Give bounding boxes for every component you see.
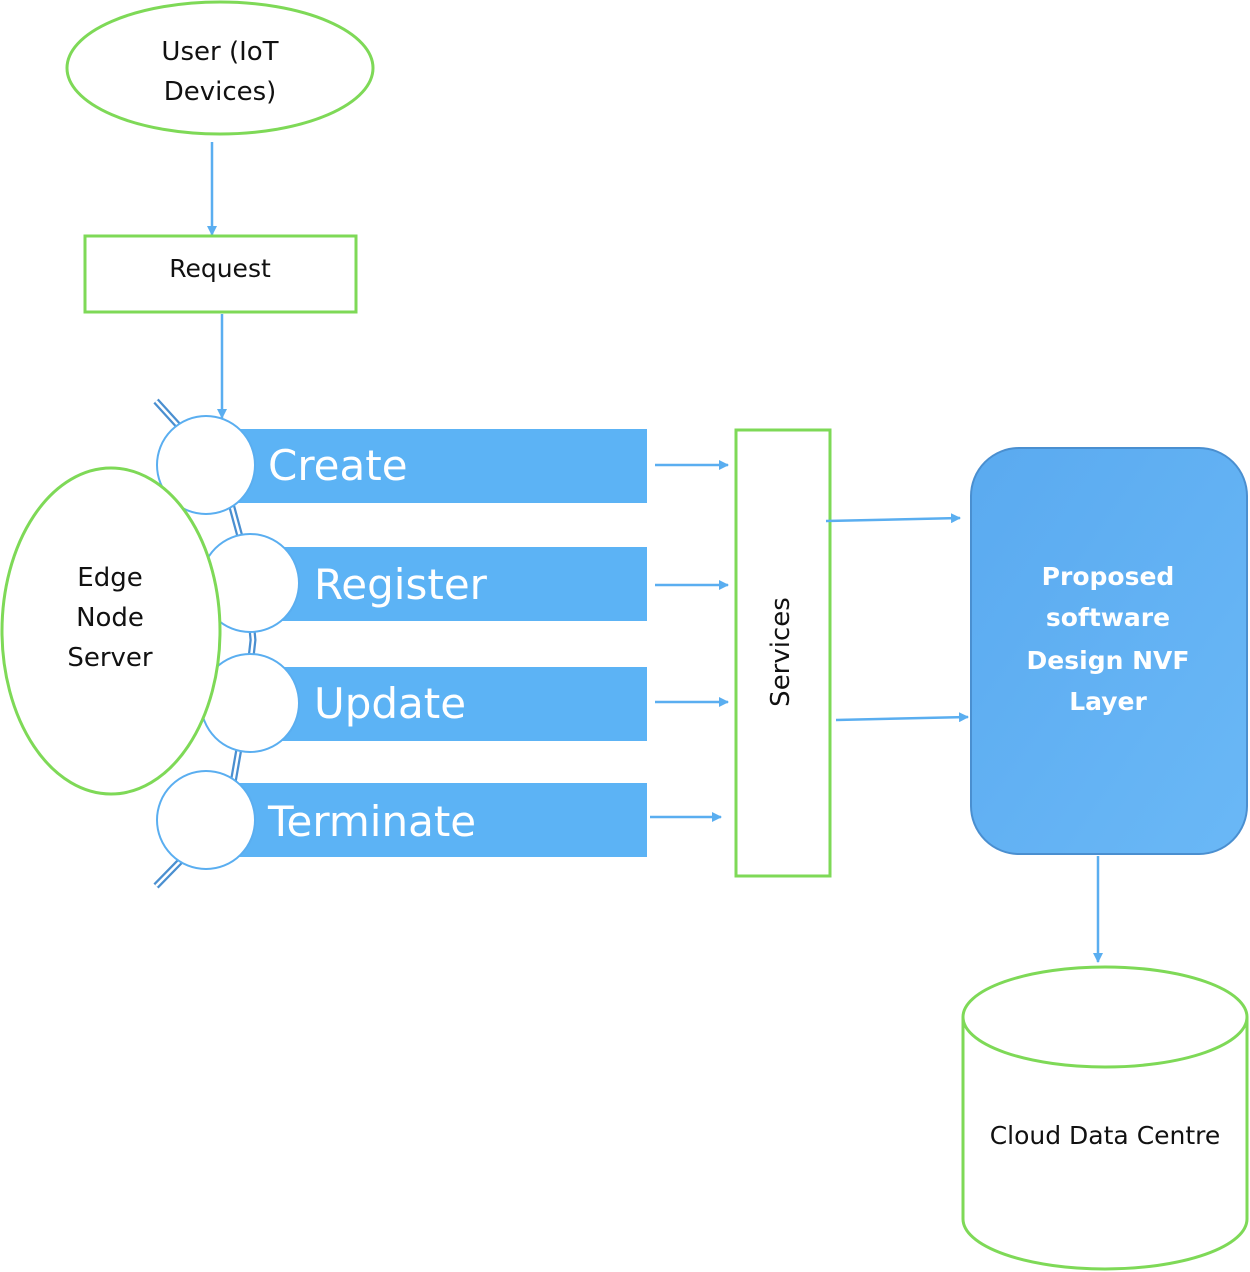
edge-node-server: Edge Node Server: [0, 466, 222, 796]
user-label-line1: User (IoT: [161, 37, 278, 67]
user-iot-devices-node: User (IoT Devices): [65, 0, 375, 136]
services-label: Services: [766, 597, 796, 707]
nvf-label-line1: Proposed: [1042, 562, 1175, 591]
operation-create: Create: [156, 415, 647, 515]
create-label: Create: [268, 441, 408, 490]
nvf-layer-box: [970, 447, 1248, 855]
arrow-services-to-nvf-bottom: [835, 712, 969, 723]
cloud-cylinder-top: [961, 965, 1249, 1069]
request-box: [83, 234, 358, 314]
arrow-services-to-nvf-top: [825, 513, 961, 524]
edge-node-ellipse: [0, 466, 222, 796]
services-box: [734, 428, 832, 878]
create-bar: [205, 429, 647, 503]
edge-node-label-line3: Server: [67, 643, 153, 673]
request-label: Request: [169, 254, 271, 283]
edge-node-label-line1: Edge: [77, 563, 142, 593]
operation-terminate: Terminate: [156, 770, 647, 870]
update-bar: [250, 667, 647, 741]
create-node-circle: [156, 415, 256, 515]
nvf-label-line3: Design NVF: [1027, 646, 1190, 675]
cloud-cylinder-body: [961, 1017, 1249, 1271]
user-ellipse: [65, 0, 375, 136]
operation-register: Register: [200, 533, 647, 633]
register-label: Register: [314, 560, 488, 609]
nvf-layer-node: Proposed software Design NVF Layer: [970, 447, 1248, 855]
nvf-label-line4: Layer: [1069, 687, 1147, 716]
terminate-label: Terminate: [267, 797, 476, 846]
edge-node-label-line2: Node: [76, 603, 144, 633]
update-label: Update: [314, 679, 466, 728]
cloud-data-centre-node: Cloud Data Centre: [961, 965, 1249, 1271]
user-label-line2: Devices): [164, 77, 277, 107]
register-bar: [250, 547, 647, 621]
terminate-node-circle: [156, 770, 256, 870]
request-node: Request: [83, 234, 358, 314]
terminate-bar: [205, 783, 647, 857]
services-node: Services: [734, 428, 832, 878]
cloud-label: Cloud Data Centre: [990, 1121, 1221, 1150]
operation-update: Update: [200, 653, 647, 753]
nvf-label-line2: software: [1046, 603, 1170, 632]
